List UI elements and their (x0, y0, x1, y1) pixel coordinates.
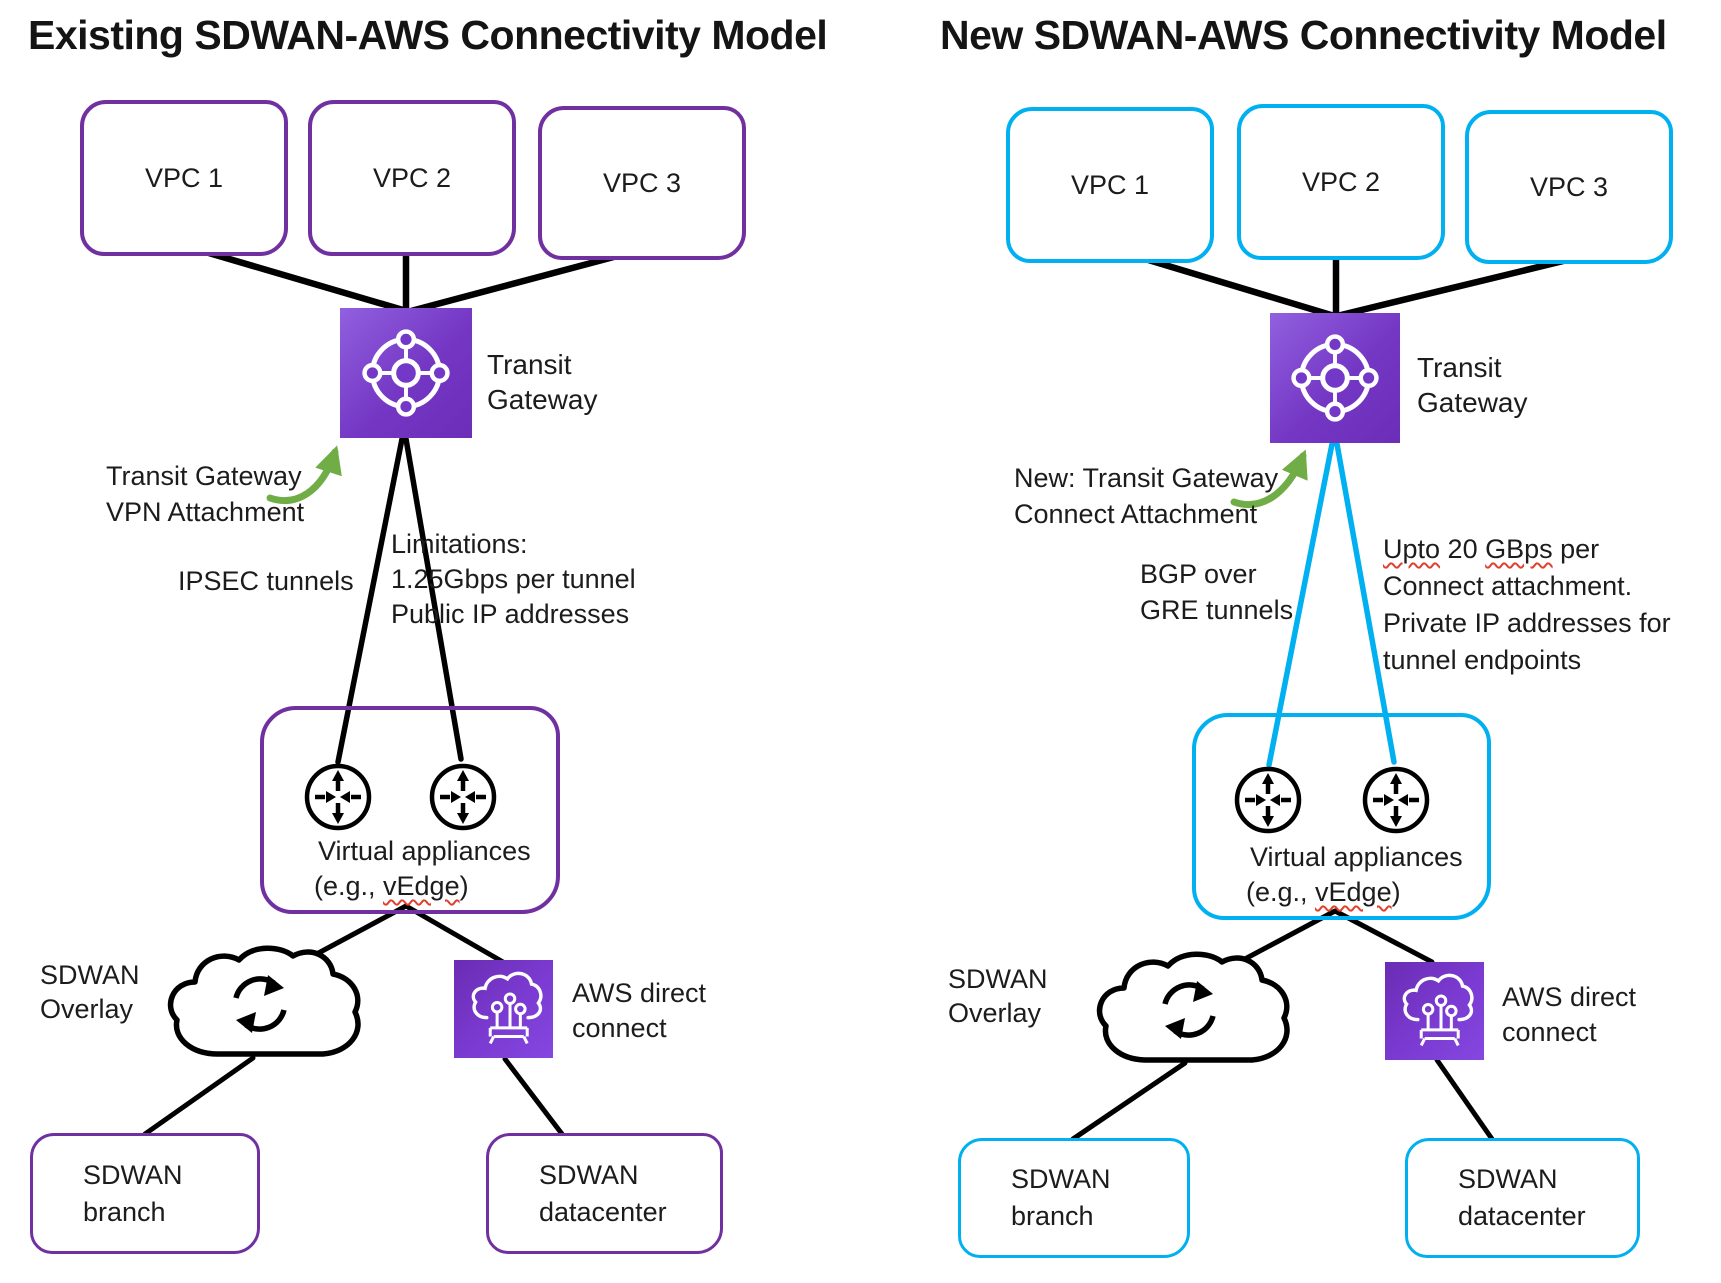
sdwan-datacenter-label: SDWAN datacenter (539, 1159, 667, 1227)
gbps-misspelled-word: GBps (1485, 534, 1553, 564)
sync-icon (1162, 981, 1216, 1039)
sdwan-branch-label: SDWAN branch (1011, 1164, 1111, 1231)
right-green-arrow (1230, 449, 1308, 509)
virtual-appliances-box (260, 706, 560, 914)
vpc3-label: VPC 3 (1529, 171, 1609, 202)
virtual-appliances-sublabel: (e.g., vEdge) (1246, 877, 1401, 907)
vedge-misspelled-word: vEdge (1315, 877, 1392, 907)
sdwan-overlay-label: SDWAN Overlay (948, 964, 1048, 1028)
router-icon (428, 762, 498, 837)
sync-icon (233, 975, 287, 1033)
vpc2-label: VPC 2 (372, 162, 452, 193)
sdwan-datacenter-box: SDWAN datacenter (486, 1133, 723, 1254)
right-gre-tunnel-lines (1266, 441, 1397, 768)
transit-gateway-label: Transit Gateway (487, 349, 598, 415)
vpc1-label: VPC 1 (144, 162, 224, 193)
aws-direct-connect-label: AWS direct connect (572, 978, 707, 1043)
transit-gateway-glyph (362, 329, 450, 417)
upto-misspelled-word: Upto (1383, 534, 1441, 564)
sdwan-overlay-label: SDWAN Overlay (40, 960, 140, 1024)
left-green-arrow (266, 445, 342, 505)
aws-direct-connect-icon (1385, 962, 1484, 1060)
vpc1-box: VPC 1 (80, 100, 288, 256)
vedge-misspelled-word: vEdge (383, 871, 460, 901)
direct-connect-glyph (1402, 973, 1473, 1047)
router-icon (1361, 765, 1431, 840)
sdwan-branch-box: SDWAN branch (30, 1133, 260, 1254)
transit-gateway-icon (340, 308, 472, 438)
right-vpc-to-tgw-lines (1121, 248, 1596, 319)
virtual-appliances-label: Virtual appliances (1250, 842, 1463, 872)
sdwan-branch-box: SDWAN branch (958, 1138, 1190, 1258)
left-vpc-to-tgw-lines (181, 242, 644, 316)
gre-tunnels-label: BGP over GRE tunnels (1140, 559, 1294, 625)
aws-direct-connect-label: AWS direct connect (1502, 982, 1637, 1047)
sdwan-overlay-cloud-icon (167, 945, 361, 1057)
virtual-appliances-sublabel: (e.g., vEdge) (314, 871, 469, 901)
capacity-note: Upto 20 GBps per Connect attachment. Pri… (1383, 531, 1671, 679)
sdwan-branch-label: SDWAN branch (83, 1159, 183, 1227)
capacity-note-rest: Connect attachment. Private IP addresses… (1383, 571, 1671, 675)
page-title-existing: Existing SDWAN-AWS Connectivity Model (28, 12, 828, 58)
virtual-appliances-box (1192, 713, 1491, 920)
vpc1-box: VPC 1 (1006, 107, 1214, 263)
transit-gateway-icon (1270, 313, 1400, 443)
vpc2-label: VPC 2 (1301, 166, 1381, 197)
virtual-appliances-label: Virtual appliances (318, 836, 531, 866)
limitations-note: Limitations: 1.25Gbps per tunnel Public … (391, 529, 636, 629)
vpc2-box: VPC 2 (1237, 104, 1445, 260)
vpc3-label: VPC 3 (602, 167, 682, 198)
transit-gateway-label: Transit Gateway (1417, 352, 1528, 418)
connect-attachment-note: New: Transit Gateway Connect Attachment (1014, 463, 1279, 529)
vpc3-box: VPC 3 (538, 106, 746, 260)
direct-connect-glyph (471, 971, 542, 1045)
vpc1-label: VPC 1 (1070, 169, 1150, 200)
router-icon (303, 762, 373, 837)
ipsec-tunnels-label: IPSEC tunnels (178, 566, 354, 596)
page-title-new: New SDWAN-AWS Connectivity Model (940, 12, 1667, 58)
router-icon (1233, 765, 1303, 840)
aws-direct-connect-icon (454, 960, 553, 1058)
sdwan-datacenter-box: SDWAN datacenter (1405, 1138, 1640, 1258)
capacity-note-line1: Upto 20 GBps per (1383, 534, 1600, 564)
vpc3-box: VPC 3 (1465, 110, 1673, 264)
transit-gateway-glyph (1291, 334, 1379, 422)
sdwan-overlay-cloud-icon (1096, 951, 1290, 1063)
sdwan-datacenter-label: SDWAN datacenter (1458, 1164, 1586, 1231)
vpc2-box: VPC 2 (308, 100, 516, 256)
vpn-attachment-note: Transit Gateway VPN Attachment (106, 461, 305, 527)
